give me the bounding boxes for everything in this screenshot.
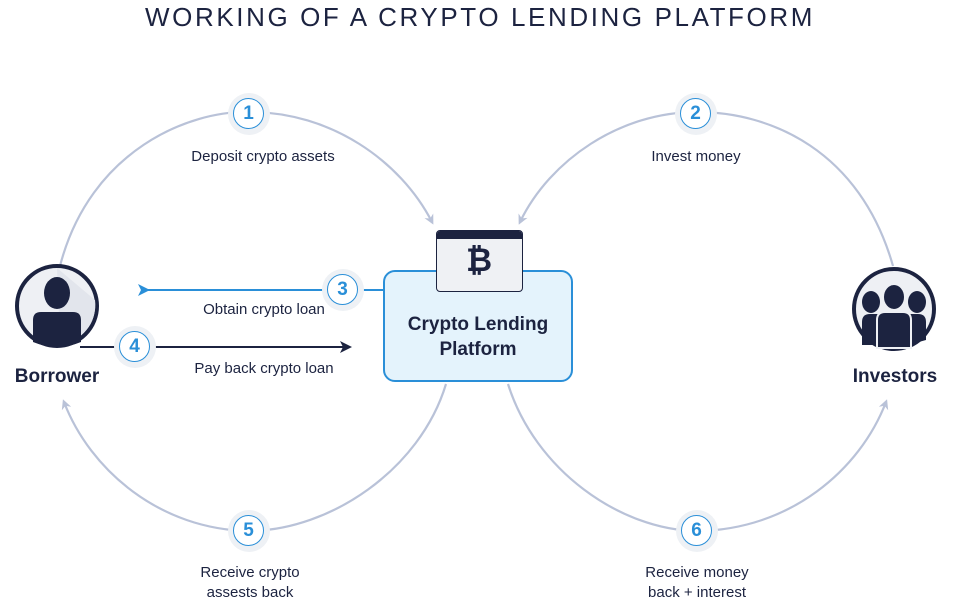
flow-arc-return-assets [61,383,448,533]
step-3-badge: 3 [322,269,364,311]
group-icon [862,283,926,349]
bitcoin-icon: ₿ [465,242,493,278]
flow-arc-invest [518,110,895,267]
step-5-badge: 5 [228,510,270,552]
step-6-badge: 6 [676,510,718,552]
borrower-avatar [15,264,99,348]
step-3-number: 3 [327,274,358,305]
step-6-label: Receive money back + interest [597,563,797,603]
step-1-number: 1 [233,98,264,129]
step-2-number: 2 [680,98,711,129]
user-icon [33,277,81,347]
step-4-badge: 4 [114,326,156,368]
bitcoin-browser-icon: ••• ₿ [436,230,523,292]
step-5-number: 5 [233,515,264,546]
step-6-label-line2: back + interest [648,584,746,601]
browser-title-bar: ••• [437,231,522,239]
flow-arc-return-money [506,383,889,533]
step-5-label-line2: assests back [206,584,294,601]
step-2-badge: 2 [675,93,717,135]
step-2-label: Invest money [651,148,741,165]
platform-label-line2: Platform [439,339,517,360]
investors-avatar [852,267,936,351]
step-5-label-line1: Receive crypto [200,564,300,581]
flow-arc-deposit [58,110,434,267]
step-6-number: 6 [681,515,712,546]
platform-label-line1: Crypto Lending [407,314,549,335]
step-4-label: Pay back crypto loan [194,360,334,377]
step-5-label: Receive crypto assests back [150,563,350,603]
step-3-label: Obtain crypto loan [203,301,325,318]
borrower-label: Borrower [14,366,100,387]
step-1-badge: 1 [228,93,270,135]
diagram-title: WORKING OF A CRYPTO LENDING PLATFORM [144,2,816,32]
step-1-label: Deposit crypto assets [191,148,335,165]
step-6-label-line1: Receive money [645,564,749,581]
step-4-number: 4 [119,331,150,362]
platform-label: Crypto Lending Platform [383,312,573,362]
investors-label: Investors [852,366,938,387]
window-dots-icon: ••• [504,230,517,235]
